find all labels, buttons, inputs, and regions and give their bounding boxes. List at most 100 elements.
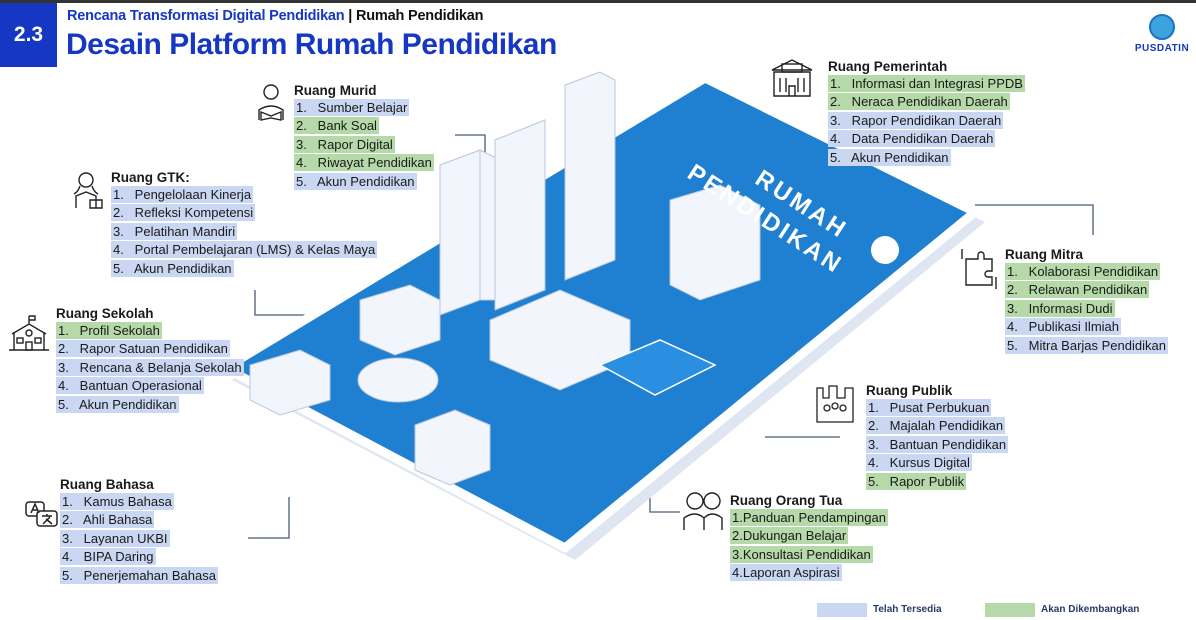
list-item: 3. Pelatihan Mandiri	[111, 222, 377, 241]
list-item-label: 5. Rapor Publik	[866, 472, 967, 490]
list-item-label: 2. Bank Soal	[294, 117, 379, 135]
list-item-label: 5. Penerjemahan Bahasa	[60, 566, 218, 584]
list-item-label: 3. Bantuan Pendidikan	[866, 435, 1009, 453]
list-item: 2. Refleksi Kompetensi	[111, 204, 377, 222]
ruang-bahasa-title: Ruang Bahasa	[60, 477, 154, 492]
legend-label: Akan Dikembangkan	[1041, 604, 1140, 615]
list-item: 1. Kolaborasi Pendidikan	[1005, 263, 1168, 281]
list-item-label: 5. Akun Pendidikan	[294, 172, 417, 190]
list-item: 4. Riwayat Pendidikan	[294, 154, 434, 172]
list-item-label: 2. Neraca Pendidikan Daerah	[828, 93, 1010, 111]
list-item: 3. Informasi Dudi	[1005, 299, 1168, 318]
list-item-label: 1. Informasi dan Integrasi PPDB	[828, 75, 1025, 92]
list-item: 1. Sumber Belajar	[294, 99, 434, 117]
page-title: Desain Platform Rumah Pendidikan	[66, 28, 557, 61]
list-item-label: 3. Rencana & Belanja Sekolah	[56, 358, 244, 376]
list-item: 1. Informasi dan Integrasi PPDB	[828, 75, 1025, 93]
list-item-label: 3. Layanan UKBI	[60, 529, 170, 547]
pusdatin-logo: PUSDATIN	[1132, 14, 1192, 54]
list-item: 4. Kursus Digital	[866, 454, 1008, 472]
tut-wuri-phone-logo-icon	[871, 236, 899, 264]
list-item-label: 3.Konsultasi Pendidikan	[730, 545, 873, 563]
list-item-label: 2. Refleksi Kompetensi	[111, 204, 256, 222]
list-item: 4.Laporan Aspirasi	[730, 564, 888, 582]
list-item: 4. Portal Pembelajaran (LMS) & Kelas May…	[111, 241, 378, 259]
list-item-label: 1. Pengelolaan Kinerja	[111, 186, 254, 203]
ruang-murid-title: Ruang Murid	[294, 83, 377, 98]
list-item: 5. Akun Pendidikan	[111, 259, 377, 278]
list-item-label: 4.Laporan Aspirasi	[730, 564, 842, 582]
ruang-publik-title: Ruang Publik	[866, 383, 953, 398]
logo-text: PUSDATIN	[1134, 43, 1190, 54]
list-item: 2. Neraca Pendidikan Daerah	[828, 93, 1025, 111]
list-item-label: 5. Akun Pendidikan	[56, 395, 179, 413]
list-item: 3. Rapor Pendidikan Daerah	[828, 111, 1025, 130]
government-building-icon	[771, 59, 813, 97]
list-item: 2. Rapor Satuan Pendidikan	[56, 340, 244, 358]
list-item-label: 4. Publikasi Ilmiah	[1005, 318, 1121, 336]
list-item-label: 1. Kamus Bahasa	[60, 493, 174, 510]
list-item: 2. Majalah Pendidikan	[866, 417, 1008, 435]
list-item: 1. Pengelolaan Kinerja	[111, 186, 377, 204]
list-item-label: 1. Pusat Perbukuan	[866, 399, 992, 416]
list-item: 3. Rencana & Belanja Sekolah	[56, 358, 244, 377]
list-item: 5. Akun Pendidikan	[56, 395, 244, 414]
list-item-label: 2. Ahli Bahasa	[60, 511, 155, 529]
translate-icon	[25, 501, 58, 527]
list-item-label: 4. Kursus Digital	[866, 454, 972, 472]
ruang-pemerintah: Ruang Pemerintah 1. Informasi dan Integr…	[828, 58, 1025, 167]
list-item: 2. Bank Soal	[294, 117, 434, 135]
list-item: 4. Publikasi Ilmiah	[1005, 318, 1168, 336]
list-item-label: 1. Sumber Belajar	[294, 99, 410, 116]
section-number-badge: 2.3	[0, 3, 57, 67]
list-item-label: 1.Panduan Pendampingan	[730, 509, 888, 526]
list-item-label: 4. Riwayat Pendidikan	[294, 154, 434, 172]
list-item-label: 3. Informasi Dudi	[1005, 299, 1115, 317]
list-item: 5. Mitra Barjas Pendidikan	[1005, 336, 1168, 355]
legend-swatch-blue	[817, 603, 867, 617]
subtitle-separator: |	[348, 8, 353, 24]
list-item-label: 5. Mitra Barjas Pendidikan	[1005, 336, 1168, 354]
ruang-sekolah-title: Ruang Sekolah	[56, 306, 154, 321]
list-item: 5. Akun Pendidikan	[828, 148, 1025, 167]
list-item-label: 2. Rapor Satuan Pendidikan	[56, 340, 230, 358]
list-item-label: 4. Data Pendidikan Daerah	[828, 130, 996, 148]
ruang-orang-tua-title: Ruang Orang Tua	[730, 493, 843, 508]
soccer-field	[598, 339, 717, 396]
list-item: 5. Akun Pendidikan	[294, 172, 434, 191]
school-icon	[9, 315, 49, 351]
list-item: 1. Pusat Perbukuan	[866, 399, 1008, 417]
public-crowd-icon	[816, 385, 854, 423]
subtitle-main: Rencana Transformasi Digital Pendidikan	[67, 8, 345, 24]
list-item-label: 1. Profil Sekolah	[56, 322, 162, 339]
list-item-label: 1. Kolaborasi Pendidikan	[1005, 263, 1161, 280]
ruang-gtk-title: Ruang GTK:	[111, 170, 190, 185]
tut-wuri-emblem-icon	[1149, 14, 1175, 40]
list-item-label: 5. Akun Pendidikan	[111, 259, 234, 277]
list-item: 3. Bantuan Pendidikan	[866, 435, 1009, 454]
list-item: 1. Profil Sekolah	[56, 322, 244, 340]
list-item-label: 2. Majalah Pendidikan	[866, 417, 1006, 435]
list-item: 4. Data Pendidikan Daerah	[828, 130, 1025, 148]
list-item: 4. BIPA Daring	[60, 548, 218, 566]
list-item: 5. Rapor Publik	[866, 472, 1008, 491]
list-item-label: 4. Bantuan Operasional	[56, 377, 204, 395]
list-item: 3.Konsultasi Pendidikan	[730, 545, 888, 564]
top-border	[0, 0, 1196, 3]
puzzle-partnership-icon	[961, 249, 997, 289]
list-item-label: 3. Rapor Pendidikan Daerah	[828, 111, 1004, 129]
parents-icon	[683, 492, 723, 530]
ruang-mitra-title: Ruang Mitra	[1005, 247, 1084, 262]
list-item-label: 3. Rapor Digital	[294, 135, 395, 153]
list-item-label: 2.Dukungan Belajar	[730, 527, 849, 545]
ruang-pemerintah-title: Ruang Pemerintah	[828, 59, 948, 74]
subtitle-section: Rumah Pendidikan	[356, 8, 484, 24]
